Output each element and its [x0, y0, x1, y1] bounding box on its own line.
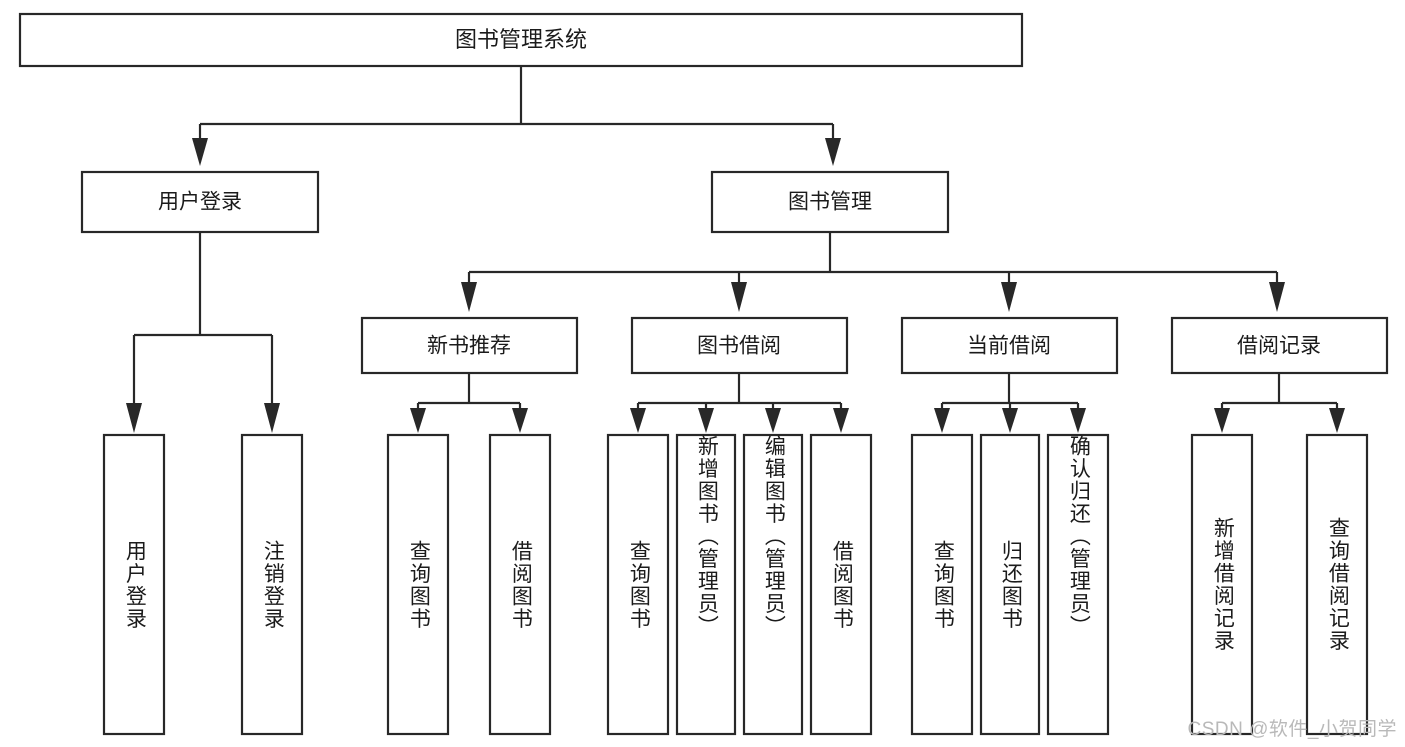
node-user-login-label: 用户登录: [158, 191, 242, 214]
node-new-book-recommend-label: 新书推荐: [427, 335, 511, 358]
node-book-borrow-label: 图书借阅: [697, 335, 781, 358]
leaf-borrow-book-1-box[interactable]: [488, 433, 552, 736]
node-new-book-recommend-box[interactable]: [360, 316, 579, 375]
connector-root-to-level2: [192, 66, 841, 166]
node-borrow-record-label: 借阅记录: [1237, 335, 1321, 358]
leaf-query-book-3-box[interactable]: [910, 433, 974, 736]
arrow-to-new-book-recommend: [461, 282, 477, 312]
connector-user-login-to-leaves: [126, 232, 280, 433]
leaf-confirm-return-box[interactable]: [1046, 433, 1110, 736]
node-current-borrow[interactable]: 当前借阅: [900, 316, 1119, 375]
node-borrow-record[interactable]: 借阅记录: [1170, 316, 1389, 375]
arrow-to-leaf-user-login: [126, 403, 142, 433]
arrow-to-leaf-query-record: [1329, 408, 1345, 433]
connector-current-borrow-to-leaves: [934, 373, 1086, 433]
arrow-to-current-borrow: [1001, 282, 1017, 312]
node-root[interactable]: 图书管理系统: [18, 12, 1024, 68]
node-root-box[interactable]: [18, 12, 1024, 68]
node-book-management-label: 图书管理: [788, 191, 872, 214]
node-user-login-box[interactable]: [80, 170, 320, 234]
arrow-to-leaf-confirm-return: [1070, 408, 1086, 433]
arrow-to-leaf-borrow-book-2: [833, 408, 849, 433]
node-user-login[interactable]: 用户登录: [80, 170, 320, 234]
leaf-return-book-box[interactable]: [979, 433, 1041, 736]
leaf-edit-book-box[interactable]: [742, 433, 804, 736]
arrow-to-borrow-record: [1269, 282, 1285, 312]
leaf-add-record-box[interactable]: [1190, 433, 1254, 736]
arrow-to-book-management: [825, 138, 841, 166]
node-current-borrow-label: 当前借阅: [967, 335, 1051, 358]
connector-new-book-recommend-to-leaves: [410, 373, 528, 433]
node-current-borrow-box[interactable]: [900, 316, 1119, 375]
arrow-to-leaf-add-book: [698, 408, 714, 433]
connector-book-management-to-level3: [461, 232, 1285, 312]
leaf-query-book-2-box[interactable]: [606, 433, 670, 736]
node-book-management[interactable]: 图书管理: [710, 170, 950, 234]
arrow-to-leaf-user-logout: [264, 403, 280, 433]
leaf-query-record-box[interactable]: [1305, 433, 1369, 736]
watermark: CSDN @软件_小贺同学: [1187, 719, 1397, 740]
node-root-label: 图书管理系统: [455, 27, 587, 52]
connector-borrow-record-to-leaves: [1214, 373, 1345, 433]
leaf-user-logout-box[interactable]: [240, 433, 304, 736]
arrow-to-leaf-add-record: [1214, 408, 1230, 433]
leaf-borrow-book-2-box[interactable]: [809, 433, 873, 736]
leaf-add-book-box[interactable]: [675, 433, 737, 736]
leaf-boxes: [102, 433, 1369, 736]
arrow-to-leaf-return-book: [1002, 408, 1018, 433]
arrow-to-leaf-borrow-book-1: [512, 408, 528, 433]
connector-book-borrow-to-leaves: [630, 373, 849, 433]
node-new-book-recommend[interactable]: 新书推荐: [360, 316, 579, 375]
arrow-to-user-login: [192, 138, 208, 166]
arrow-to-book-borrow: [731, 282, 747, 312]
arrow-to-leaf-edit-book: [765, 408, 781, 433]
arrow-to-leaf-query-book-1: [410, 408, 426, 433]
leaf-user-login-box[interactable]: [102, 433, 166, 736]
arrow-to-leaf-query-book-2: [630, 408, 646, 433]
leaf-query-book-1-box[interactable]: [386, 433, 450, 736]
node-book-borrow[interactable]: 图书借阅: [630, 316, 849, 375]
arrow-to-leaf-query-book-3: [934, 408, 950, 433]
